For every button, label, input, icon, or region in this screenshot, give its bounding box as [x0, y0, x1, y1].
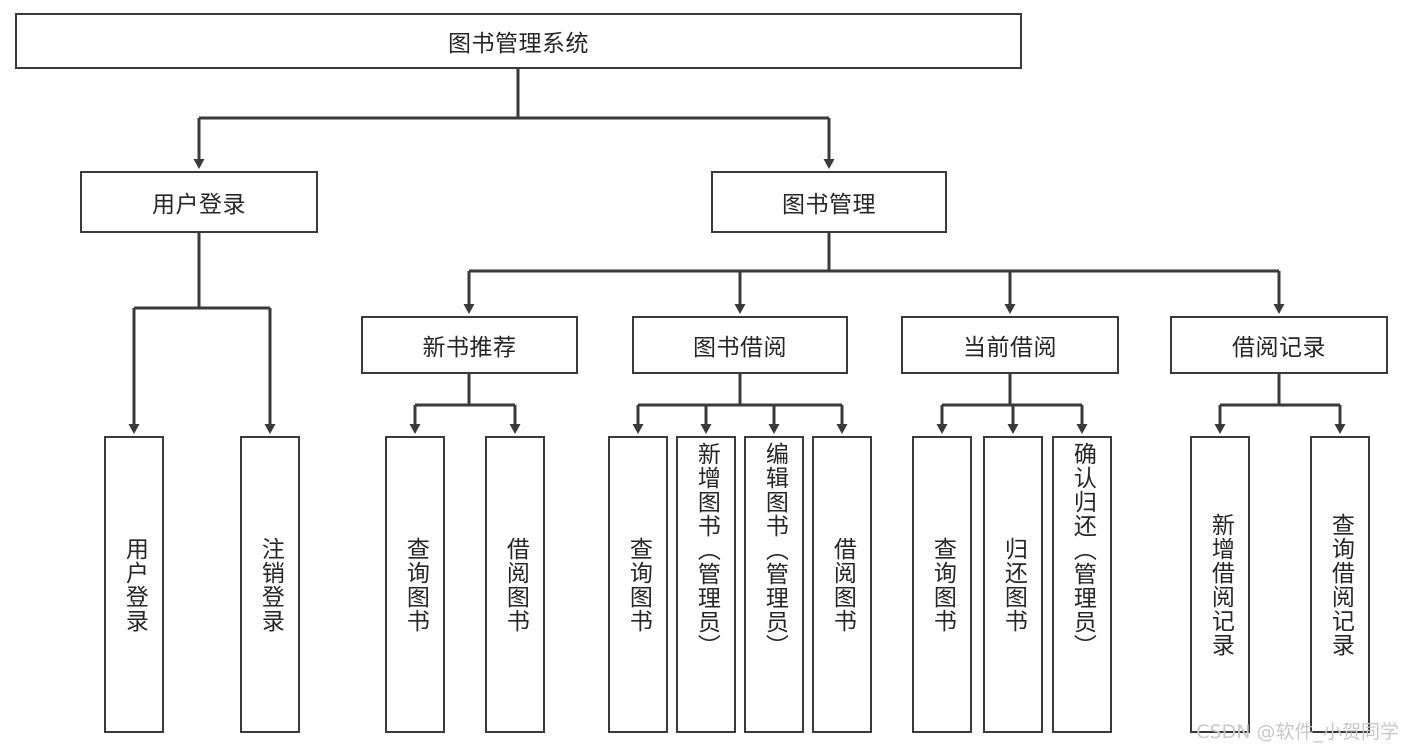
- leaf-query-book-3[interactable]: 查询图书: [912, 436, 972, 733]
- leaf-logout-login-label: 注销登录: [257, 536, 284, 633]
- node-book-manage-label: 图书管理: [782, 192, 876, 218]
- leaf-add-borrow-record[interactable]: 新增借阅记录: [1190, 436, 1250, 733]
- leaf-query-book-3-label: 查询图书: [929, 536, 956, 633]
- leaf-return-book[interactable]: 归还图书: [983, 436, 1043, 733]
- leaf-user-login[interactable]: 用户登录: [104, 436, 164, 733]
- node-book-borrow-label: 图书借阅: [693, 335, 787, 361]
- node-user-login-label: 用户登录: [152, 192, 246, 218]
- leaf-logout-login[interactable]: 注销登录: [240, 436, 300, 733]
- node-borrow-record[interactable]: 借阅记录: [1170, 316, 1388, 374]
- node-book-manage[interactable]: 图书管理: [711, 171, 947, 233]
- leaf-edit-book-admin-label: 编辑图书（管理员）: [761, 442, 788, 658]
- leaf-borrow-book-1[interactable]: 借阅图书: [485, 436, 545, 733]
- leaf-borrow-book-2-label: 借阅图书: [829, 536, 856, 633]
- node-borrow-record-label: 借阅记录: [1232, 335, 1326, 361]
- leaf-edit-book-admin[interactable]: 编辑图书（管理员）: [744, 436, 804, 733]
- leaf-query-book-2-label: 查询图书: [625, 536, 652, 633]
- leaf-add-book-admin[interactable]: 新增图书（管理员）: [676, 436, 736, 733]
- node-new-book-recommend[interactable]: 新书推荐: [361, 316, 578, 374]
- node-current-borrow[interactable]: 当前借阅: [901, 316, 1119, 374]
- node-root-label: 图书管理系统: [448, 31, 589, 57]
- leaf-borrow-book-1-label: 借阅图书: [502, 536, 529, 633]
- leaf-query-borrow-record-label: 查询借阅记录: [1327, 512, 1354, 657]
- leaf-confirm-return-admin[interactable]: 确认归还（管理员）: [1052, 436, 1112, 733]
- node-book-borrow[interactable]: 图书借阅: [632, 316, 848, 374]
- leaf-add-book-admin-label: 新增图书（管理员）: [693, 442, 720, 658]
- node-user-login[interactable]: 用户登录: [80, 171, 318, 233]
- node-root[interactable]: 图书管理系统: [15, 13, 1022, 69]
- leaf-add-borrow-record-label: 新增借阅记录: [1207, 512, 1234, 657]
- leaf-query-book-1[interactable]: 查询图书: [385, 436, 445, 733]
- node-new-book-recommend-label: 新书推荐: [422, 335, 517, 361]
- node-current-borrow-label: 当前借阅: [963, 335, 1057, 361]
- leaf-confirm-return-admin-label: 确认归还（管理员）: [1069, 442, 1096, 658]
- leaf-query-borrow-record[interactable]: 查询借阅记录: [1310, 436, 1370, 733]
- leaf-query-book-1-label: 查询图书: [402, 536, 429, 633]
- leaf-user-login-label: 用户登录: [121, 536, 148, 633]
- leaf-return-book-label: 归还图书: [1000, 536, 1027, 633]
- leaf-query-book-2[interactable]: 查询图书: [608, 436, 668, 733]
- leaf-borrow-book-2[interactable]: 借阅图书: [812, 436, 872, 733]
